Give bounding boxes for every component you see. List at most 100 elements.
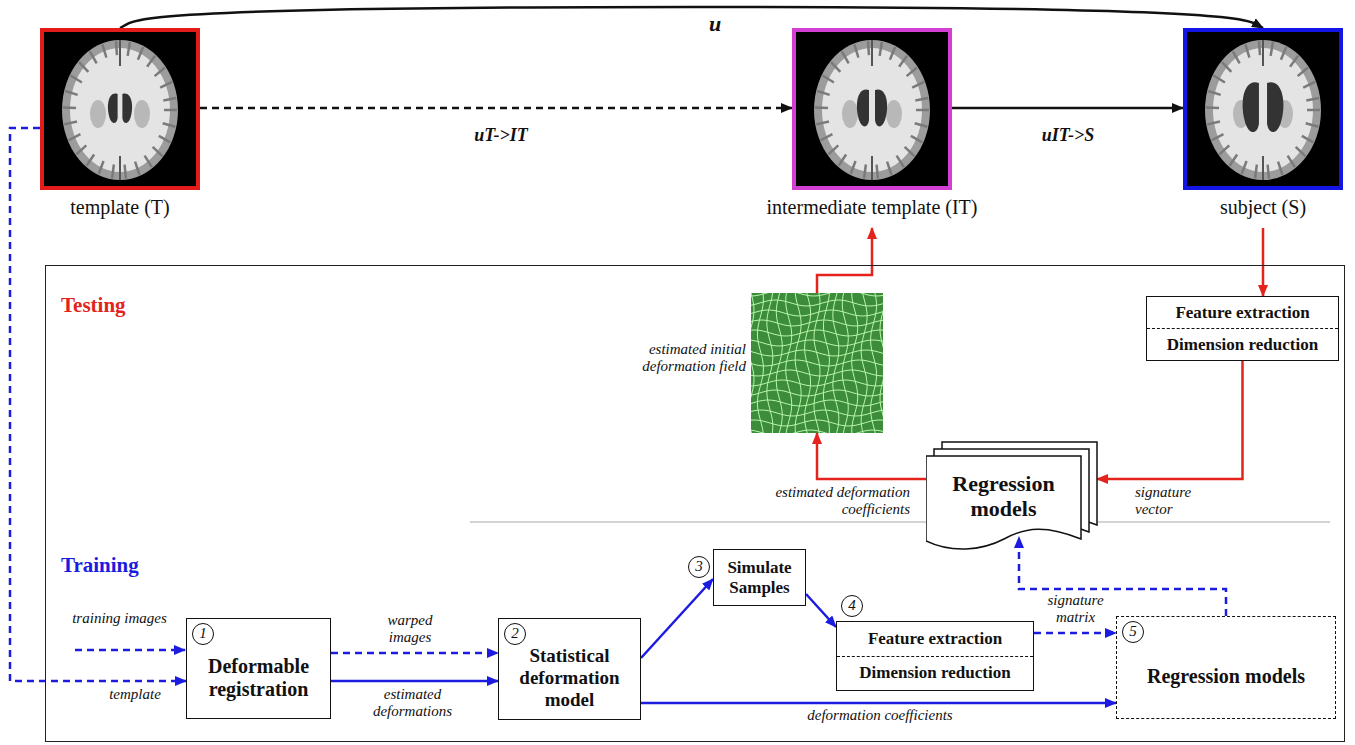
image-node: intermediate template (IT) (792, 28, 952, 226)
sulcus (147, 56, 155, 67)
gray-matter (62, 40, 178, 180)
sulcus (71, 76, 82, 83)
process-box: Feature extractionDimension reduction4 (836, 621, 1034, 691)
sulcus (1212, 134, 1224, 140)
connector-arrow (120, 7, 1263, 28)
midline (1262, 40, 1264, 66)
sulcus (887, 162, 891, 175)
sulcus (65, 91, 77, 95)
callout-number: 1 (192, 623, 214, 645)
sulcus (1206, 106, 1219, 109)
process-box-label: Regression models (1123, 665, 1329, 688)
sulcus (112, 164, 114, 178)
process-box-label: Simulate Samples (718, 558, 801, 597)
section-heading: Testing (61, 293, 126, 317)
sulcus (135, 162, 139, 175)
sulcus (1298, 68, 1308, 77)
stage-panel: TestingTrainingestimated initial deforma… (45, 265, 1345, 742)
connector-arrow (1019, 537, 1226, 616)
basal-ganglia (90, 100, 106, 128)
sulcus (1207, 121, 1220, 124)
image-frame (792, 28, 952, 190)
sulcus (1278, 162, 1282, 175)
sulcus (1288, 156, 1295, 168)
brain-image (44, 32, 196, 186)
document-sheet (926, 456, 1081, 549)
sulcus (79, 62, 88, 72)
process-box: Statistical deformation model2 (498, 618, 641, 720)
callout-number: 2 (504, 623, 526, 645)
grid-line (814, 293, 820, 433)
connector-arrow (952, 107, 1183, 110)
sulcus (99, 161, 104, 174)
grid-line (861, 293, 867, 433)
sulcus (842, 51, 849, 63)
sulcus (64, 121, 77, 124)
process-step: Dimension reduction (837, 656, 1033, 691)
grid-line (751, 340, 883, 346)
connector-arrow (806, 594, 836, 627)
grid-line (751, 310, 883, 316)
connector-arrow (10, 128, 186, 681)
sulcus (915, 98, 928, 100)
edge-label: estimated deformation coefficients (730, 484, 910, 518)
grid-line (871, 293, 877, 433)
connector-arrow (817, 433, 926, 479)
callout-number: 4 (841, 595, 863, 617)
sulcus (1208, 91, 1220, 95)
sulcus (1296, 147, 1306, 156)
sulcus (153, 147, 163, 156)
connector-arrow (817, 228, 872, 293)
edge-label: uT->IT (436, 125, 566, 145)
grid-line (795, 293, 801, 433)
sulcus (138, 47, 143, 60)
ventricle (1243, 82, 1259, 132)
process-step: Feature extraction (837, 622, 1033, 656)
process-box: Deformable registration1 (186, 618, 331, 719)
connector-arrow (641, 702, 1116, 705)
sulcus (897, 156, 904, 168)
connector-arrow (200, 107, 792, 110)
grid-line (751, 293, 754, 433)
sulcus (160, 82, 172, 88)
sulcus (816, 121, 829, 124)
sulcus (86, 154, 94, 165)
gray-matter (1205, 40, 1321, 180)
image-frame (40, 28, 200, 190)
white-matter (70, 48, 170, 172)
input-arrow (75, 649, 185, 652)
midline (119, 156, 121, 180)
ventricle (1267, 82, 1283, 132)
image-ground (796, 32, 948, 186)
grid-line (751, 420, 883, 426)
ventricle (122, 94, 132, 124)
sulcus (1303, 82, 1315, 88)
sulcus (115, 41, 118, 55)
midline (119, 40, 121, 66)
midline (871, 40, 873, 66)
sulcus (1307, 109, 1320, 112)
sulcus (907, 68, 917, 77)
ventricle (857, 89, 869, 126)
callout-number: 5 (1122, 621, 1144, 643)
midline (871, 156, 873, 180)
grid-line (751, 330, 883, 336)
sulcus (159, 136, 170, 143)
sulcus (864, 164, 866, 178)
sulcus (1233, 51, 1240, 63)
basal-ganglia (842, 100, 858, 128)
connector-arrow (1097, 361, 1243, 479)
sulcus (1258, 41, 1261, 55)
connector-arrow (331, 652, 498, 655)
sulcus (69, 134, 81, 140)
sulcus (1268, 165, 1269, 179)
sulcus (905, 147, 915, 156)
grid-line (842, 293, 848, 433)
image-caption: template (T) (70, 196, 169, 219)
sulcus (164, 109, 177, 112)
callout-number: 3 (688, 556, 710, 578)
sulcus (145, 156, 152, 168)
sulcus (828, 145, 838, 154)
grid-line (751, 380, 883, 386)
grid-line (751, 370, 883, 376)
